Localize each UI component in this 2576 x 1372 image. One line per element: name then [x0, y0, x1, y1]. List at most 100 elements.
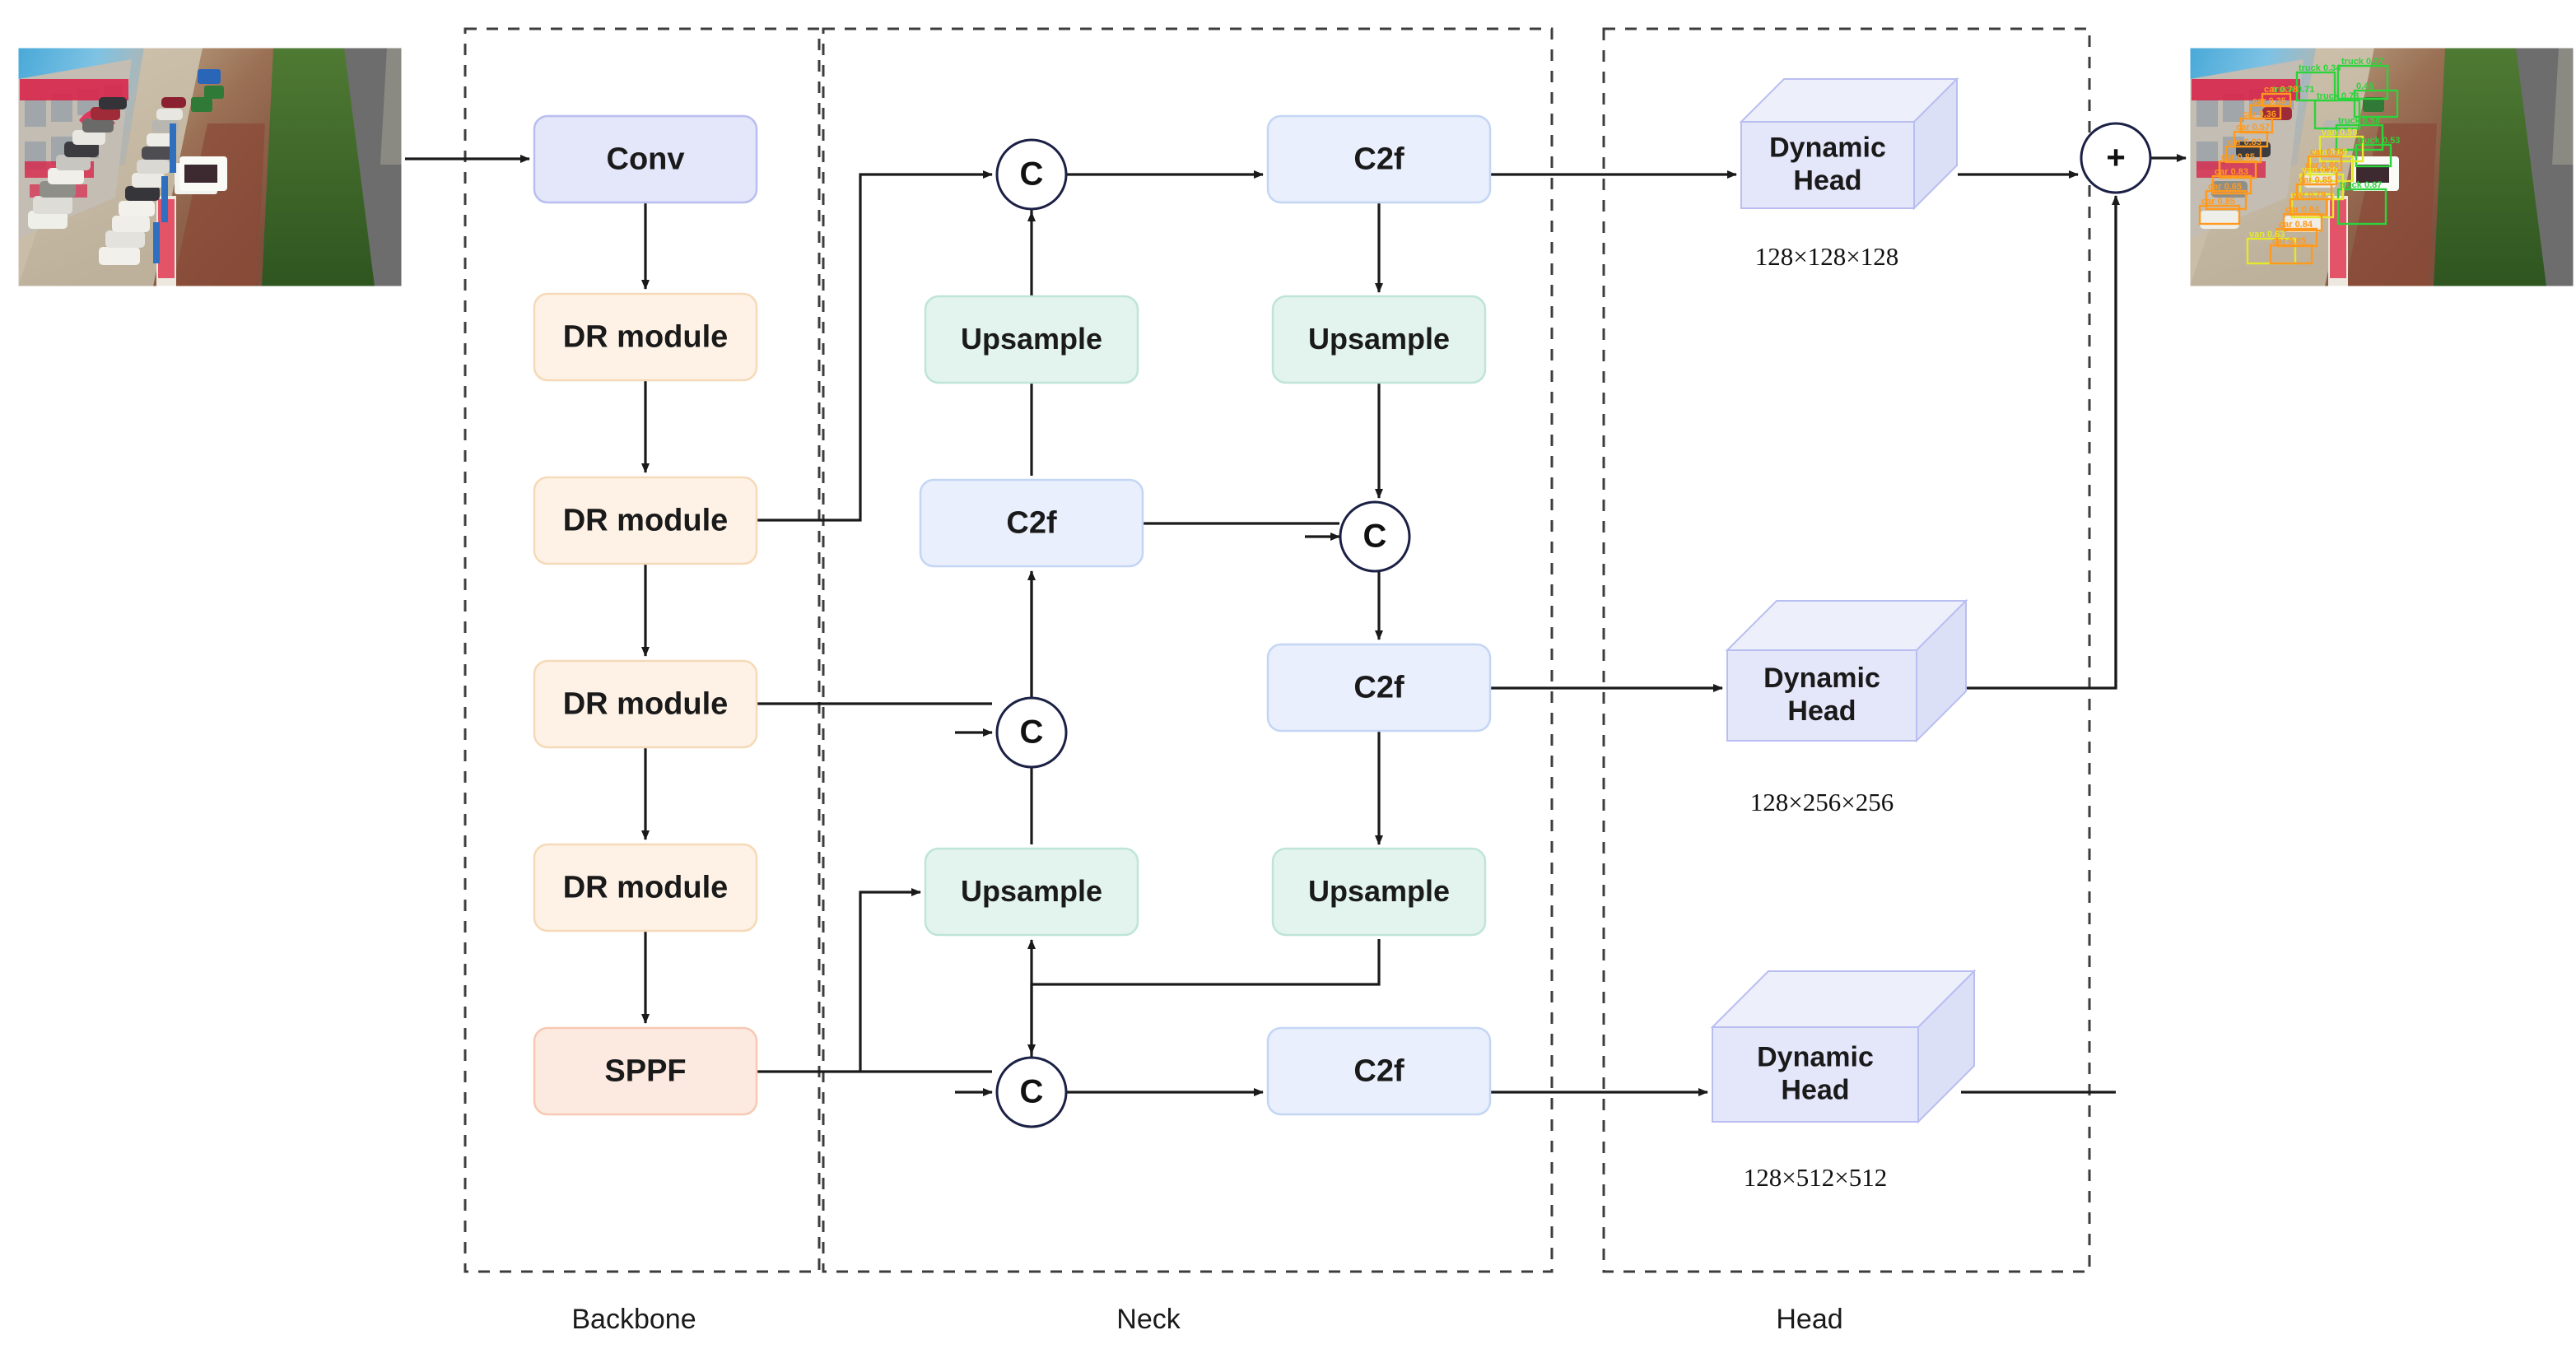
input-image — [17, 47, 403, 287]
block-label: C2f — [1353, 1054, 1404, 1089]
head-label-line2: Head — [1787, 695, 1856, 727]
head-label-line1: Dynamic — [1757, 1041, 1874, 1072]
block-ups_r_bot[interactable]: Upsample — [1271, 847, 1487, 937]
svg-text:car 0.65: car 0.65 — [2208, 182, 2242, 192]
block-shape — [533, 659, 758, 749]
block-shape — [533, 114, 758, 204]
block-shape — [924, 847, 1139, 937]
head-front-face — [1726, 649, 1917, 742]
node-label: C — [1020, 1074, 1044, 1110]
node-label: + — [2106, 140, 2125, 176]
svg-text:car 0.57: car 0.57 — [2236, 123, 2270, 133]
head-label-line1: Dynamic — [1763, 663, 1880, 694]
block-shape — [1266, 114, 1492, 204]
node-label: C — [1363, 519, 1387, 555]
section-boundary-backbone — [463, 27, 821, 1273]
block-shape — [1266, 643, 1492, 733]
svg-text:car 0.85: car 0.85 — [2201, 197, 2235, 207]
svg-text:car 0.84: car 0.84 — [2285, 205, 2320, 215]
block-label: DR module — [563, 320, 729, 355]
block-label: Conv — [607, 142, 685, 177]
svg-text:van 0.63: van 0.63 — [2249, 230, 2285, 240]
block-shape — [533, 476, 758, 565]
block-c2f_r_top[interactable]: C2f — [1266, 114, 1492, 204]
sum-node-sum[interactable]: + — [2080, 122, 2152, 194]
block-label: DR module — [563, 687, 729, 722]
node-circle — [1339, 500, 1411, 573]
svg-text:truck 0.53: truck 0.53 — [2358, 136, 2400, 146]
node-circle — [2080, 122, 2152, 194]
block-label: Upsample — [1308, 874, 1450, 908]
svg-text:car 0.80: car 0.80 — [2305, 160, 2339, 170]
svg-text:0.45: 0.45 — [2356, 81, 2373, 91]
block-dr3[interactable]: DR module — [533, 659, 758, 749]
block-label: C2f — [1006, 506, 1057, 541]
svg-text:van 0.58: van 0.58 — [2322, 128, 2357, 137]
svg-text:car 0.84: car 0.84 — [2279, 220, 2313, 230]
block-ups_l_top[interactable]: Upsample — [924, 295, 1139, 384]
head-dimension-label: 128×512×512 — [1744, 1163, 1887, 1192]
head-dimension-label: 128×256×256 — [1750, 788, 1894, 816]
node-circle — [995, 138, 1068, 211]
block-shape — [1271, 295, 1487, 384]
block-conv[interactable]: Conv — [533, 114, 758, 204]
svg-text:car 0.85: car 0.85 — [2299, 175, 2332, 185]
block-label: C2f — [1353, 671, 1404, 705]
block-c2f_r_bot[interactable]: C2f — [1266, 1026, 1492, 1116]
head-label-line2: Head — [1781, 1074, 1849, 1105]
node-label: C — [1020, 156, 1044, 193]
concat-node-concat_bot[interactable]: C — [995, 1056, 1068, 1128]
node-circle — [995, 696, 1068, 769]
block-shape — [924, 295, 1139, 384]
svg-text:car 0.83: car 0.83 — [2215, 167, 2248, 177]
svg-text:car 0.83: car 0.83 — [2228, 137, 2262, 147]
section-label-neck: Neck — [1116, 1304, 1181, 1335]
block-dr1[interactable]: DR module — [533, 292, 758, 382]
block-label: Upsample — [1308, 322, 1450, 356]
block-label: C2f — [1353, 142, 1404, 177]
block-label: DR module — [563, 871, 729, 905]
head-label-line2: Head — [1793, 165, 1861, 196]
svg-text:truck 0.87: truck 0.87 — [2340, 180, 2382, 190]
block-c2f_r_mid[interactable]: C2f — [1266, 643, 1492, 733]
head-front-face — [1712, 1026, 1919, 1123]
block-ups_r_top[interactable]: Upsample — [1271, 295, 1487, 384]
block-shape — [533, 1026, 758, 1116]
block-shape — [919, 478, 1144, 568]
svg-text:van 0.70: van 0.70 — [2302, 165, 2337, 175]
svg-text:car 0.78: car 0.78 — [2264, 85, 2298, 95]
block-dr2[interactable]: DR module — [533, 476, 758, 565]
head-front-face — [1740, 121, 1915, 209]
head-dimension-label: 128×128×128 — [1755, 242, 1898, 271]
block-label: Upsample — [961, 322, 1102, 356]
svg-text:truck 0.58: truck 0.58 — [2338, 116, 2380, 126]
block-label: Upsample — [961, 874, 1102, 908]
detection-boxes — [2198, 64, 2399, 265]
head-label-line1: Dynamic — [1769, 132, 1886, 163]
node-label: C — [1020, 714, 1044, 751]
block-sppf[interactable]: SPPF — [533, 1026, 758, 1116]
svg-text:van 0.69: van 0.69 — [2312, 147, 2347, 157]
block-c2f_l_mid[interactable]: C2f — [919, 478, 1144, 568]
block-label: DR module — [563, 504, 729, 538]
section-label-backbone: Backbone — [571, 1304, 696, 1335]
svg-text:truck 0.27: truck 0.27 — [2341, 57, 2383, 67]
block-ups_l_bot[interactable]: Upsample — [924, 847, 1139, 937]
svg-text:car 0.85: car 0.85 — [2221, 152, 2255, 162]
concat-node-concat_mid_left[interactable]: C — [995, 696, 1068, 769]
block-shape — [1271, 847, 1487, 937]
svg-text:car 0.79: car 0.79 — [2292, 190, 2326, 200]
svg-text:car 0.35: car 0.35 — [2252, 96, 2286, 106]
node-circle — [995, 1056, 1068, 1128]
concat-node-concat_mid_right[interactable]: C — [1339, 500, 1411, 573]
svg-text:car 0.85: car 0.85 — [2272, 236, 2306, 246]
concat-node-concat_top[interactable]: C — [995, 138, 1068, 211]
block-dr4[interactable]: DR module — [533, 843, 758, 932]
section-boundary-neck — [822, 27, 1554, 1273]
block-shape — [533, 843, 758, 932]
svg-text:truck 0.34: truck 0.34 — [2299, 63, 2341, 73]
